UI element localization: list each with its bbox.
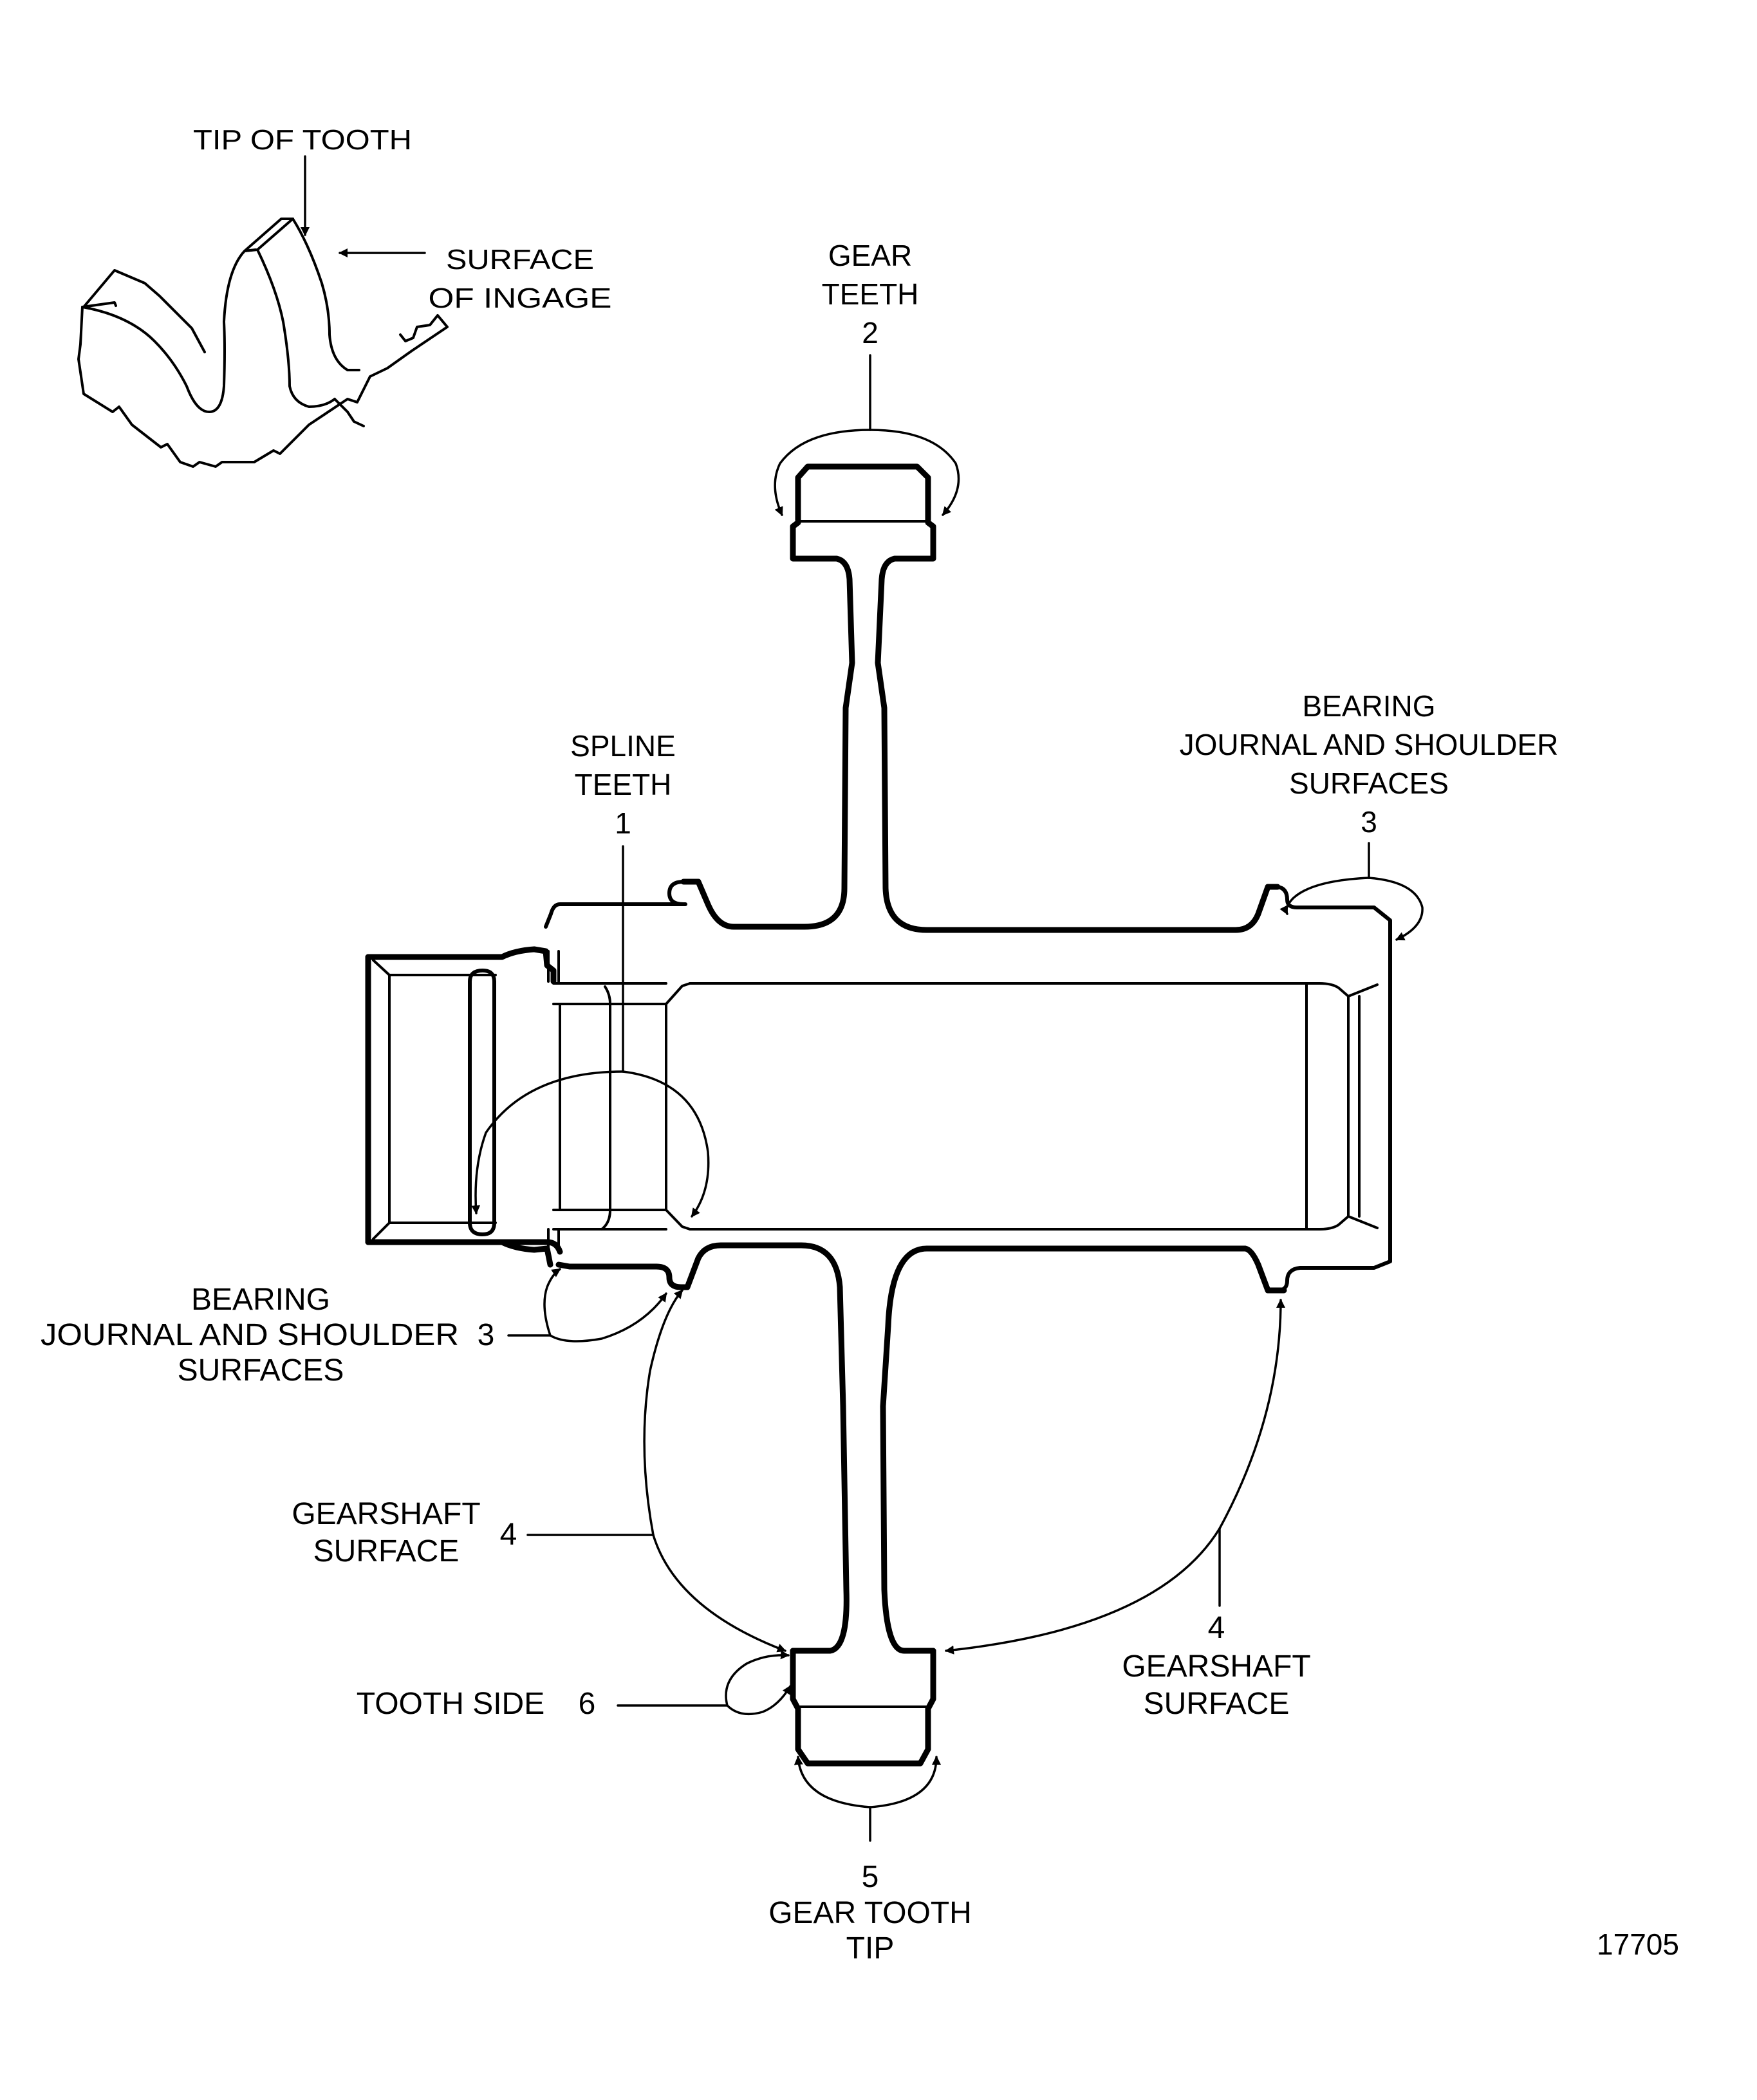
bearing-left-label-line2: JOURNAL AND SHOULDER	[41, 1318, 459, 1352]
gear-tooth-tip-arc-right	[869, 1756, 941, 1808]
bearing-right-label-line3: SURFACES	[1289, 767, 1449, 800]
surface-of-ingage-label-line2: OF INGAGE	[429, 283, 612, 314]
bore-right-chamfer	[1305, 982, 1379, 1231]
gear-teeth-arc-right	[869, 429, 960, 516]
gearshaft-right-label-line1: GEARSHAFT	[1122, 1649, 1310, 1684]
gearshaft-right-label-line2: SURFACE	[1144, 1687, 1290, 1721]
bearing-left-label-line3: SURFACES	[178, 1353, 344, 1388]
tooth-back-flank	[292, 218, 360, 371]
gearshaft-left-label-line1: GEARSHAFT	[292, 1497, 480, 1531]
bearing-right-arc-left	[1279, 877, 1370, 915]
gearshaft-left-arc-down	[652, 1534, 786, 1653]
bearing-right-number: 3	[1361, 805, 1377, 839]
upper-gear-rim	[680, 519, 855, 930]
gear-tooth-tip-number: 5	[862, 1860, 879, 1894]
tooth-side-number: 6	[579, 1687, 596, 1721]
left-flange-top	[365, 946, 557, 985]
gearshaft-right-number: 4	[1208, 1611, 1225, 1645]
tooth-side-label: TOOTH SIDE	[357, 1687, 544, 1721]
bearing-right-label-line2: JOURNAL AND SHOULDER	[1180, 728, 1559, 761]
spline-teeth-arc-left	[471, 1070, 624, 1214]
tooth-side-arc-down	[726, 1685, 792, 1716]
spline-teeth-label-line1: SPLINE	[570, 729, 676, 763]
spline-teeth-number: 1	[615, 806, 631, 840]
tip-of-tooth-label: TIP OF TOOTH	[193, 124, 412, 156]
gear-tooth-inset: TIP OF TOOTH SURFACE OF INGAGE	[77, 124, 612, 468]
gearshaft-section	[365, 463, 1392, 1767]
surface-of-ingage-label-line1: SURFACE	[446, 244, 594, 275]
tooth-left-flank	[81, 248, 257, 413]
gearshaft-right-arc-up	[1218, 1299, 1285, 1530]
callout-gearshaft-left: GEARSHAFT SURFACE 4	[292, 1289, 786, 1653]
lower-gear-tooth	[790, 1648, 936, 1767]
gear-teeth-label-line2: TEETH	[822, 277, 919, 311]
left-flange-collar	[468, 969, 496, 1236]
callout-gear-teeth: GEAR TEETH 2	[774, 239, 960, 516]
tooth-side-arc-up	[725, 1650, 790, 1707]
upper-gear-tooth-tip	[795, 463, 931, 523]
bearing-right-label-line1: BEARING	[1302, 689, 1435, 723]
callout-bearing-left: BEARING JOURNAL AND SHOULDER 3 SURFACES	[41, 1268, 667, 1388]
lower-gear-rim-right	[885, 1245, 1287, 1329]
bearing-left-label-line1: BEARING	[191, 1283, 330, 1317]
upper-right-groove	[1276, 885, 1392, 1292]
spline-teeth-arc-right	[622, 1070, 710, 1218]
spline-region	[552, 982, 667, 1231]
gear-tooth-tip-arc-left	[794, 1756, 871, 1808]
callout-gearshaft-right: 4 GEARSHAFT SURFACE	[945, 1299, 1311, 1721]
tooth-fracture-edge	[333, 398, 365, 427]
tooth-outline	[77, 269, 449, 468]
tooth-tip-face	[243, 218, 294, 252]
lower-gear-web-right	[880, 1323, 936, 1654]
left-flange-bottom	[365, 1239, 553, 1268]
gear-tooth-tip-label-line1: GEAR TOOTH	[768, 1896, 972, 1930]
bearing-right-arc-right	[1368, 877, 1424, 941]
gearshaft-left-number: 4	[500, 1518, 517, 1552]
gear-teeth-number: 2	[862, 316, 879, 349]
bearing-left-number: 3	[478, 1318, 495, 1352]
upper-left-groove	[544, 880, 687, 929]
lower-gear-rim-left	[555, 1242, 850, 1654]
callout-spline-teeth: SPLINE TEETH 1	[471, 729, 710, 1218]
spline-teeth-label-line2: TEETH	[575, 768, 672, 801]
tooth-right-flank	[256, 248, 336, 408]
upper-gear-rim-right	[875, 519, 1281, 933]
bore-left-chamfer	[665, 982, 691, 1231]
bearing-left-arc-up	[543, 1268, 561, 1337]
callout-tooth-side: TOOTH SIDE 6	[357, 1650, 792, 1721]
left-flange-chamfer	[372, 959, 497, 1240]
left-flange-step	[547, 950, 560, 1253]
gear-tooth-tip-label-line2: TIP	[846, 1931, 895, 1965]
left-flange-outer	[365, 954, 563, 1255]
gear-teeth-label-line1: GEAR	[828, 239, 912, 272]
gearshaft-left-arc-up	[643, 1289, 683, 1536]
gearshaft-right-arc	[945, 1527, 1221, 1655]
figure-id-number: 17705	[1597, 1928, 1679, 1961]
gear-teeth-arc-left	[774, 429, 871, 516]
bearing-left-arc-right	[549, 1292, 667, 1343]
callout-gear-tooth-tip: 5 GEAR TOOTH TIP	[768, 1756, 972, 1965]
gearshaft-left-label-line2: SURFACE	[313, 1534, 460, 1568]
callout-bearing-right: BEARING JOURNAL AND SHOULDER SURFACES 3	[1180, 689, 1559, 941]
